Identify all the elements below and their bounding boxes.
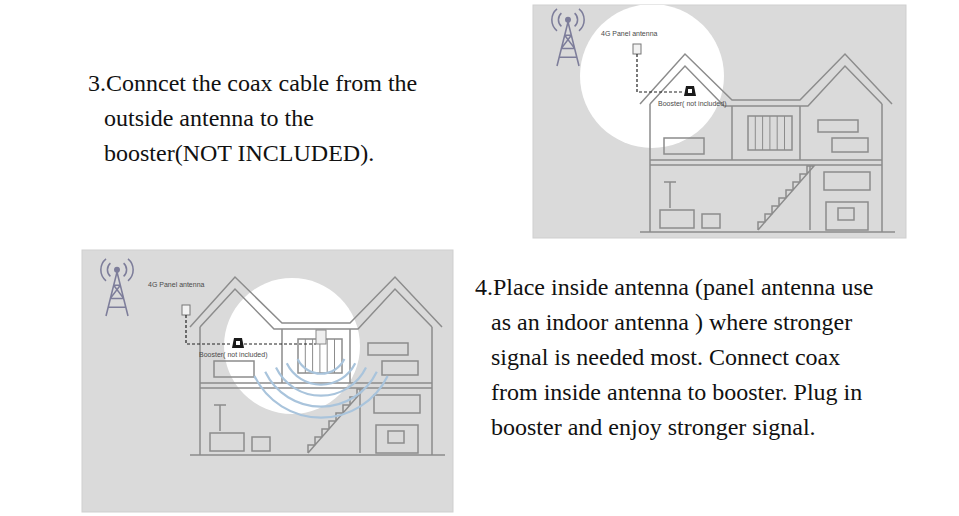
window-bar: [755, 116, 756, 150]
table: [702, 214, 720, 228]
cabinet: [382, 361, 418, 375]
booster-label: Booster( not included): [657, 99, 727, 108]
window-bar: [784, 116, 785, 150]
sofa: [660, 210, 694, 228]
coax-cable: [637, 54, 684, 92]
coax-cable: [244, 343, 316, 344]
partition: [732, 106, 800, 160]
staircase: [308, 389, 364, 453]
tower-top: [566, 18, 570, 22]
window-bar: [327, 339, 328, 373]
indoor-panel-antenna: [316, 330, 326, 344]
lamp: [664, 182, 676, 208]
cell-tower-icon: [552, 9, 584, 66]
staircase: [758, 166, 814, 230]
signal-wave: [254, 376, 387, 418]
signal-wave: [276, 368, 366, 396]
bed: [664, 138, 704, 154]
roof-line: [640, 54, 892, 104]
kitchen-counter: [376, 425, 418, 453]
step-text: 3.Conncet the coax cable from the outsid…: [88, 66, 440, 171]
panel-antenna: [182, 305, 190, 315]
antenna-label: 4G Panel antenna: [147, 280, 205, 289]
stair-post: [809, 166, 811, 230]
step-text: 4.Place inside antenna (panel antenna us…: [475, 270, 890, 445]
partition: [282, 329, 350, 383]
oven: [838, 208, 854, 220]
house-outline: [190, 277, 445, 455]
floor: [650, 160, 882, 165]
window: [748, 116, 792, 150]
panel-antenna: [633, 44, 641, 54]
window-bar: [777, 116, 778, 150]
window-bar: [312, 339, 313, 373]
stair-post: [359, 389, 361, 453]
walls: [190, 327, 445, 455]
sofa: [210, 433, 244, 451]
booster-unit: [232, 338, 244, 348]
roof-inner-line: [200, 289, 432, 329]
signal-wave: [298, 359, 345, 374]
cell-tower-icon: [101, 259, 133, 316]
signal-wave: [265, 372, 377, 407]
coax-cable: [186, 315, 232, 344]
kitchen-cabinet: [824, 172, 870, 190]
bed: [214, 361, 254, 377]
booster-light: [688, 89, 692, 93]
tower-frame: [557, 22, 579, 66]
shelf: [368, 343, 408, 355]
highlight-circle: [580, 5, 724, 148]
shelf: [818, 120, 858, 132]
walls: [640, 104, 895, 232]
antenna-label: 4G Panel antenna: [600, 29, 658, 38]
signal-waves: [101, 259, 133, 281]
tower-frame: [106, 272, 128, 316]
roof-line: [190, 277, 442, 327]
window-bar: [769, 116, 770, 150]
window-bar: [762, 116, 763, 150]
panel-background: [533, 5, 906, 238]
cabinet: [832, 138, 868, 152]
signal-wave: [287, 363, 355, 384]
panel-background: [82, 250, 453, 512]
booster-unit: [684, 86, 696, 96]
booster-label: Booster( not included): [198, 350, 268, 359]
oven: [388, 431, 404, 443]
window-bar: [334, 339, 335, 373]
signal-waves: [552, 9, 584, 31]
tower-top: [115, 268, 119, 272]
table: [252, 437, 270, 451]
booster-light: [236, 341, 240, 345]
kitchen-cabinet: [374, 395, 420, 413]
lamp: [214, 405, 226, 431]
kitchen-counter: [826, 202, 868, 230]
house-outline: [640, 54, 895, 232]
